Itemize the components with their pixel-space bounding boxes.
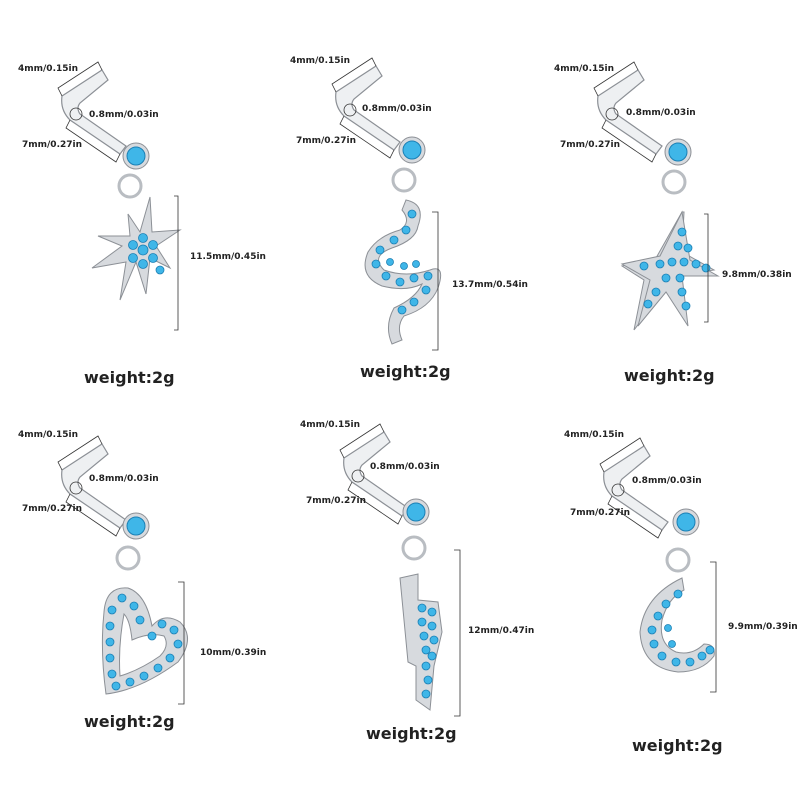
post-length-label: 7mm/0.27in bbox=[296, 136, 357, 146]
jump-ring bbox=[665, 547, 691, 573]
dimension-lines bbox=[57, 61, 121, 163]
length-bracket bbox=[432, 211, 439, 351]
weight-label: weight:2g bbox=[632, 736, 723, 755]
product-cell-snake: 4mm/0.15in 0.8mm/0.03in 7mm/0.27in 13.7m… bbox=[266, 0, 532, 400]
nose-stud-star-illustration bbox=[593, 61, 720, 331]
jump-ring bbox=[661, 169, 687, 195]
top-width-label: 4mm/0.15in bbox=[554, 64, 615, 74]
product-cell-heart: 4mm/0.15in 0.8mm/0.03in 7mm/0.27in 10mm/… bbox=[0, 400, 266, 800]
bar-thickness-label: 0.8mm/0.03in bbox=[362, 104, 432, 114]
weight-label: weight:2g bbox=[360, 362, 451, 381]
weight-label: weight:2g bbox=[624, 366, 715, 385]
dimension-lines bbox=[57, 435, 121, 537]
top-width-label: 4mm/0.15in bbox=[18, 64, 79, 74]
product-cell-starburst: 4mm/0.15in 0.8mm/0.03in 7mm/0.27in 11.5m… bbox=[0, 0, 266, 400]
l-shaped-post bbox=[343, 431, 409, 517]
bar-thickness-label: 0.8mm/0.03in bbox=[89, 110, 159, 120]
nose-stud-crescent-moon-illustration bbox=[599, 437, 717, 693]
length-bracket bbox=[174, 195, 179, 331]
charm-gems bbox=[417, 603, 439, 699]
length-bracket bbox=[704, 213, 709, 323]
jump-ring bbox=[401, 535, 427, 561]
top-width-label: 4mm/0.15in bbox=[18, 430, 79, 440]
product-cell-star: 4mm/0.15in 0.8mm/0.03in 7mm/0.27in 9.8mm… bbox=[532, 0, 798, 400]
bar-thickness-label: 0.8mm/0.03in bbox=[89, 474, 159, 484]
dimension-lines bbox=[331, 57, 395, 159]
charm-length-label: 10mm/0.39in bbox=[200, 648, 267, 658]
post-length-label: 7mm/0.27in bbox=[570, 508, 631, 518]
post-length-label: 7mm/0.27in bbox=[22, 504, 83, 514]
l-shaped-post bbox=[597, 69, 663, 155]
charm-length-label: 12mm/0.47in bbox=[468, 626, 535, 636]
length-bracket bbox=[178, 581, 185, 705]
charm-gems bbox=[647, 589, 715, 667]
weight-label: weight:2g bbox=[84, 368, 175, 387]
nose-stud-starburst-illustration bbox=[57, 61, 182, 331]
nose-stud-lightning-bolt-illustration bbox=[339, 423, 461, 717]
jump-ring bbox=[391, 167, 417, 193]
l-shaped-post bbox=[61, 443, 127, 529]
product-cell-crescent-moon: 4mm/0.15in 0.8mm/0.03in 7mm/0.27in 9.9mm… bbox=[532, 400, 798, 800]
charm-length-label: 9.8mm/0.38in bbox=[722, 270, 792, 280]
post-length-label: 7mm/0.27in bbox=[306, 496, 367, 506]
dimension-lines bbox=[599, 437, 663, 539]
charm-gems bbox=[105, 593, 183, 691]
charm-gems bbox=[371, 209, 433, 315]
bar-thickness-label: 0.8mm/0.03in bbox=[632, 476, 702, 486]
charm-gems bbox=[639, 227, 711, 311]
weight-label: weight:2g bbox=[366, 724, 457, 743]
product-cell-lightning-bolt: 4mm/0.15in 0.8mm/0.03in 7mm/0.27in 12mm/… bbox=[266, 400, 535, 800]
bar-thickness-label: 0.8mm/0.03in bbox=[370, 462, 440, 472]
nose-stud-snake-illustration bbox=[331, 57, 442, 351]
charm-length-label: 11.5mm/0.45in bbox=[190, 252, 266, 262]
charm-length-label: 9.9mm/0.39in bbox=[728, 622, 798, 632]
top-width-label: 4mm/0.15in bbox=[300, 420, 361, 430]
top-width-label: 4mm/0.15in bbox=[564, 430, 625, 440]
l-shaped-post bbox=[603, 445, 669, 531]
post-length-label: 7mm/0.27in bbox=[22, 140, 83, 150]
top-width-label: 4mm/0.15in bbox=[290, 56, 351, 66]
nose-stud-heart-illustration bbox=[57, 435, 188, 705]
dimension-lines bbox=[339, 423, 403, 525]
l-shaped-post bbox=[335, 65, 401, 151]
weight-label: weight:2g bbox=[84, 712, 175, 731]
l-shaped-post bbox=[61, 69, 127, 155]
bar-thickness-label: 0.8mm/0.03in bbox=[626, 108, 696, 118]
charm-length-label: 13.7mm/0.54in bbox=[452, 280, 528, 290]
dimension-lines bbox=[593, 61, 657, 163]
jump-ring bbox=[115, 545, 141, 571]
length-bracket bbox=[454, 549, 461, 717]
heart-charm bbox=[101, 587, 188, 695]
post-length-label: 7mm/0.27in bbox=[560, 140, 621, 150]
length-bracket bbox=[710, 561, 717, 693]
charm-gems bbox=[128, 233, 165, 275]
jump-ring bbox=[117, 173, 143, 199]
